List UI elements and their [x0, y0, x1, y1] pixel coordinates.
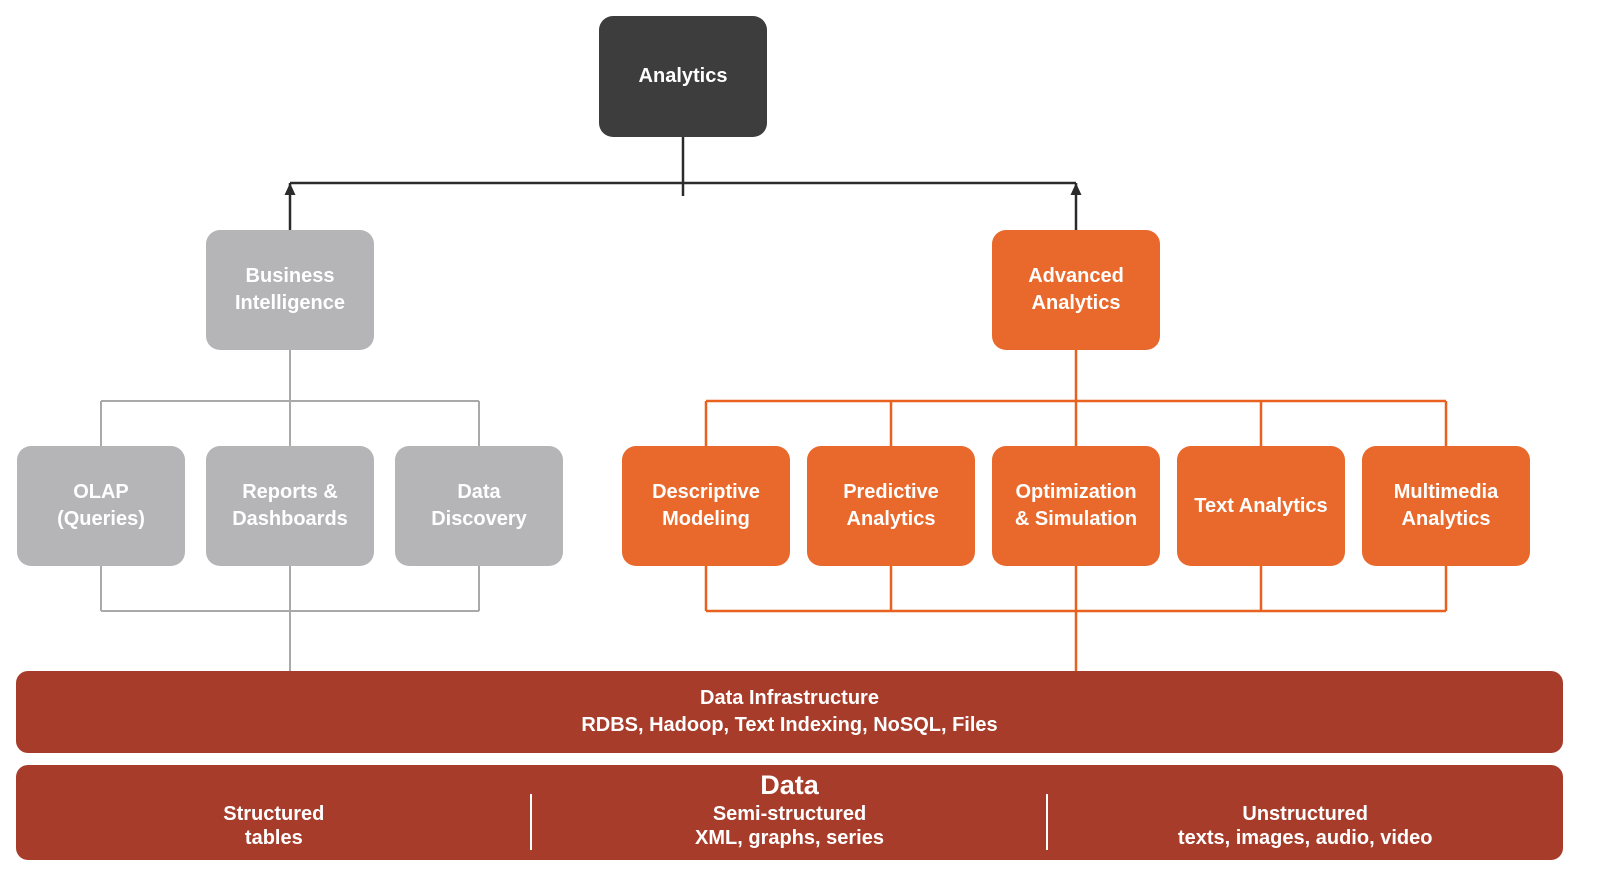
node-label: Analytics: [638, 65, 728, 87]
column-detail: texts, images, audio, video: [1177, 827, 1433, 849]
column-name: Unstructured: [1242, 803, 1368, 825]
column-unstructured: Unstructured texts, images, audio, video: [1047, 802, 1563, 850]
column-detail: tables: [244, 827, 303, 849]
column-name: Semi-structured: [712, 803, 867, 825]
node-label: Text Analytics: [1194, 494, 1328, 517]
arrowhead-up-left: [284, 183, 296, 195]
column-structured: Structured tables: [16, 802, 532, 850]
connector-root-to-branches: [288, 137, 1078, 231]
node-label: OLAP: [73, 481, 129, 503]
data-layer-bar: Data Structured tables Semi-structured X…: [16, 765, 1563, 860]
node-label: Predictive: [843, 481, 939, 503]
node-label: Analytics: [1401, 508, 1491, 530]
column-divider: [1046, 794, 1048, 850]
node-label: Advanced: [1028, 265, 1124, 287]
node-label: Dashboards: [232, 508, 348, 530]
infrastructure-title: Data Infrastructure: [700, 687, 879, 709]
data-layer-columns: Structured tables Semi-structured XML, g…: [16, 802, 1563, 850]
node-multimedia-analytics: Multimedia Analytics: [1362, 446, 1530, 566]
arrowhead-up-right: [1070, 183, 1082, 195]
node-label: Optimization: [1015, 481, 1137, 503]
node-reports-dashboards: Reports & Dashboards: [206, 446, 374, 566]
data-infrastructure-bar: Data Infrastructure RDBS, Hadoop, Text I…: [16, 671, 1563, 753]
node-descriptive-modeling: Descriptive Modeling: [622, 446, 790, 566]
node-optimization-simulation: Optimization & Simulation: [992, 446, 1160, 566]
node-label: Data: [457, 481, 501, 503]
node-label: Modeling: [662, 508, 750, 530]
data-layer-title: Data: [760, 770, 819, 800]
node-label: Discovery: [431, 508, 527, 530]
node-data-discovery: Data Discovery: [395, 446, 563, 566]
connector-bi-subtree: [100, 350, 480, 672]
node-label: (Queries): [57, 508, 145, 530]
node-text-analytics: Text Analytics: [1177, 446, 1345, 566]
column-semi-structured: Semi-structured XML, graphs, series: [532, 802, 1048, 850]
node-label: Analytics: [1031, 292, 1121, 314]
node-label: Analytics: [846, 508, 936, 530]
node-olap-queries: OLAP (Queries): [17, 446, 185, 566]
infrastructure-systems: RDBS, Hadoop, Text Indexing, NoSQL, File…: [581, 714, 998, 736]
node-business-intelligence: Business Intelligence: [206, 230, 374, 350]
node-label: Intelligence: [234, 292, 346, 314]
column-name: Structured: [223, 803, 325, 825]
connector-aa-subtree: [704, 350, 1448, 672]
column-divider: [530, 794, 532, 850]
node-analytics: Analytics: [599, 16, 767, 137]
node-label: & Simulation: [1014, 508, 1138, 530]
node-label: Descriptive: [652, 481, 760, 503]
node-predictive-analytics: Predictive Analytics: [807, 446, 975, 566]
node-label: Reports &: [242, 481, 338, 503]
node-label: Business: [245, 265, 335, 287]
node-advanced-analytics: Advanced Analytics: [992, 230, 1160, 350]
column-detail: XML, graphs, series: [695, 827, 884, 849]
node-label: Multimedia: [1393, 481, 1499, 503]
